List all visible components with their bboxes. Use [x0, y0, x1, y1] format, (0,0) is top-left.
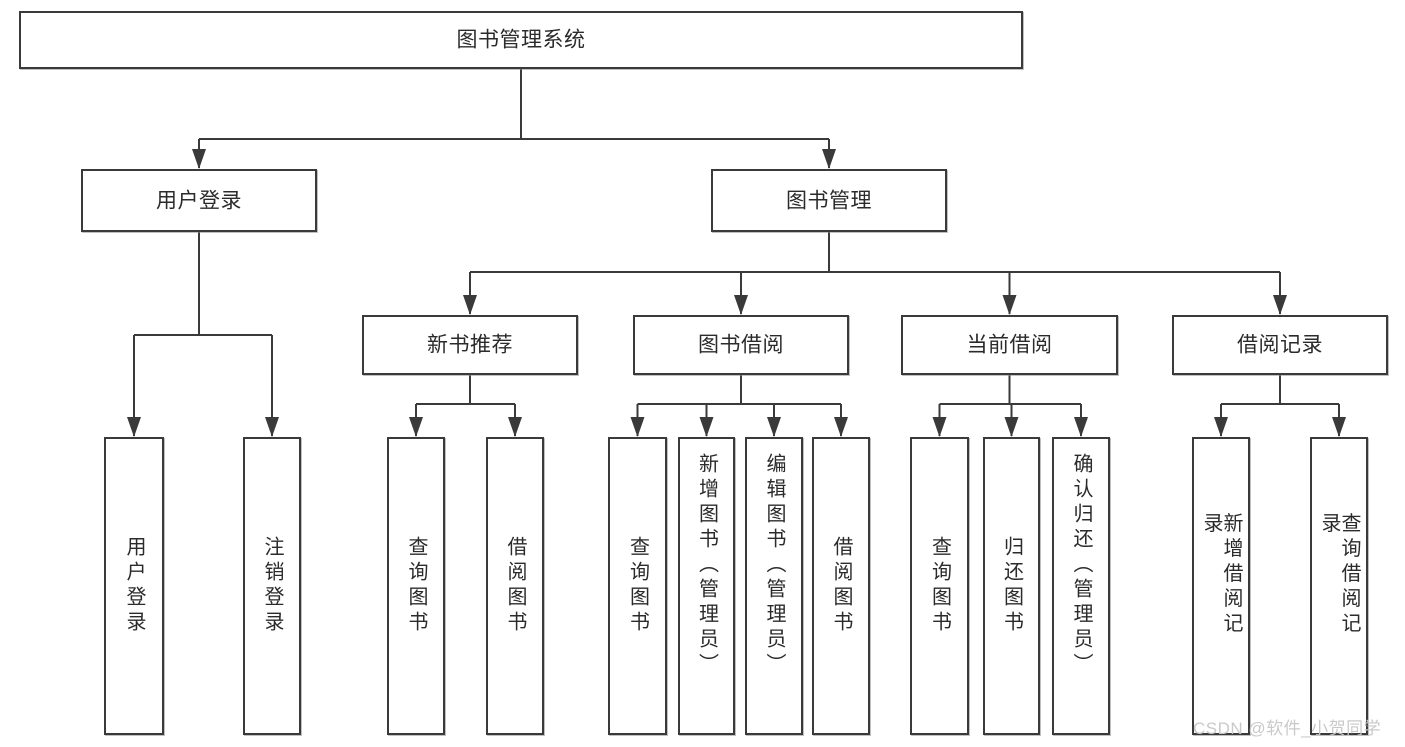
node-leaf-user-logout: 注销登录: [243, 437, 301, 735]
node-current-borrow: 当前借阅: [901, 315, 1118, 375]
node-leaf-confirm-return: 确认归还（管理员）: [1052, 437, 1110, 735]
node-user-login: 用户登录: [81, 169, 317, 232]
node-label-leaf-return-book: 归还图书: [1000, 536, 1023, 636]
node-new-book-rec: 新书推荐: [362, 315, 578, 375]
node-label-leaf-query-book-3: 查询图书: [928, 536, 951, 636]
node-label-root: 图书管理系统: [456, 28, 586, 52]
node-label-leaf-query-book-1: 查询图书: [405, 536, 427, 636]
node-label-leaf-borrow-book-1: 借阅图书: [504, 536, 526, 636]
node-label-user-login: 用户登录: [156, 188, 242, 212]
node-label-leaf-confirm-return: 确认归还（管理员）: [1070, 453, 1092, 678]
node-label-book-manage: 图书管理: [786, 188, 872, 212]
node-book-borrow: 图书借阅: [633, 315, 849, 375]
node-leaf-user-login: 用户登录: [104, 437, 164, 735]
node-label-leaf-add-book: 新增图书（管理员）: [695, 453, 718, 678]
node-leaf-query-record: 查询借阅记录: [1310, 437, 1368, 735]
node-label-leaf-borrow-book-2: 借阅图书: [830, 536, 852, 636]
node-leaf-edit-book: 编辑图书（管理员）: [745, 437, 803, 735]
node-label-book-borrow: 图书借阅: [698, 333, 784, 357]
node-label-leaf-user-login: 用户登录: [123, 536, 145, 636]
node-leaf-query-book-1: 查询图书: [387, 437, 445, 735]
node-label-borrow-record: 借阅记录: [1237, 333, 1323, 357]
node-root: 图书管理系统: [19, 11, 1023, 69]
node-label-leaf-query-record: 查询借阅记录: [1318, 512, 1360, 638]
node-leaf-borrow-book-1: 借阅图书: [486, 437, 544, 735]
node-leaf-borrow-book-2: 借阅图书: [812, 437, 870, 735]
node-label-leaf-query-book-2: 查询图书: [626, 536, 649, 636]
node-leaf-query-book-2: 查询图书: [608, 437, 667, 735]
node-book-manage: 图书管理: [711, 169, 947, 232]
node-leaf-query-book-3: 查询图书: [910, 437, 969, 735]
csdn-watermark: CSDN @软件_小贺同学: [1193, 719, 1382, 738]
node-borrow-record: 借阅记录: [1172, 315, 1388, 375]
node-label-leaf-add-record: 新增借阅记录: [1200, 512, 1242, 638]
node-label-current-borrow: 当前借阅: [966, 333, 1053, 357]
node-leaf-add-record: 新增借阅记录: [1192, 437, 1250, 735]
node-leaf-return-book: 归还图书: [983, 437, 1040, 735]
node-leaf-add-book: 新增图书（管理员）: [678, 437, 735, 735]
node-label-leaf-user-logout: 注销登录: [261, 536, 283, 636]
node-label-leaf-edit-book: 编辑图书（管理员）: [763, 453, 785, 678]
node-label-new-book-rec: 新书推荐: [427, 333, 513, 357]
